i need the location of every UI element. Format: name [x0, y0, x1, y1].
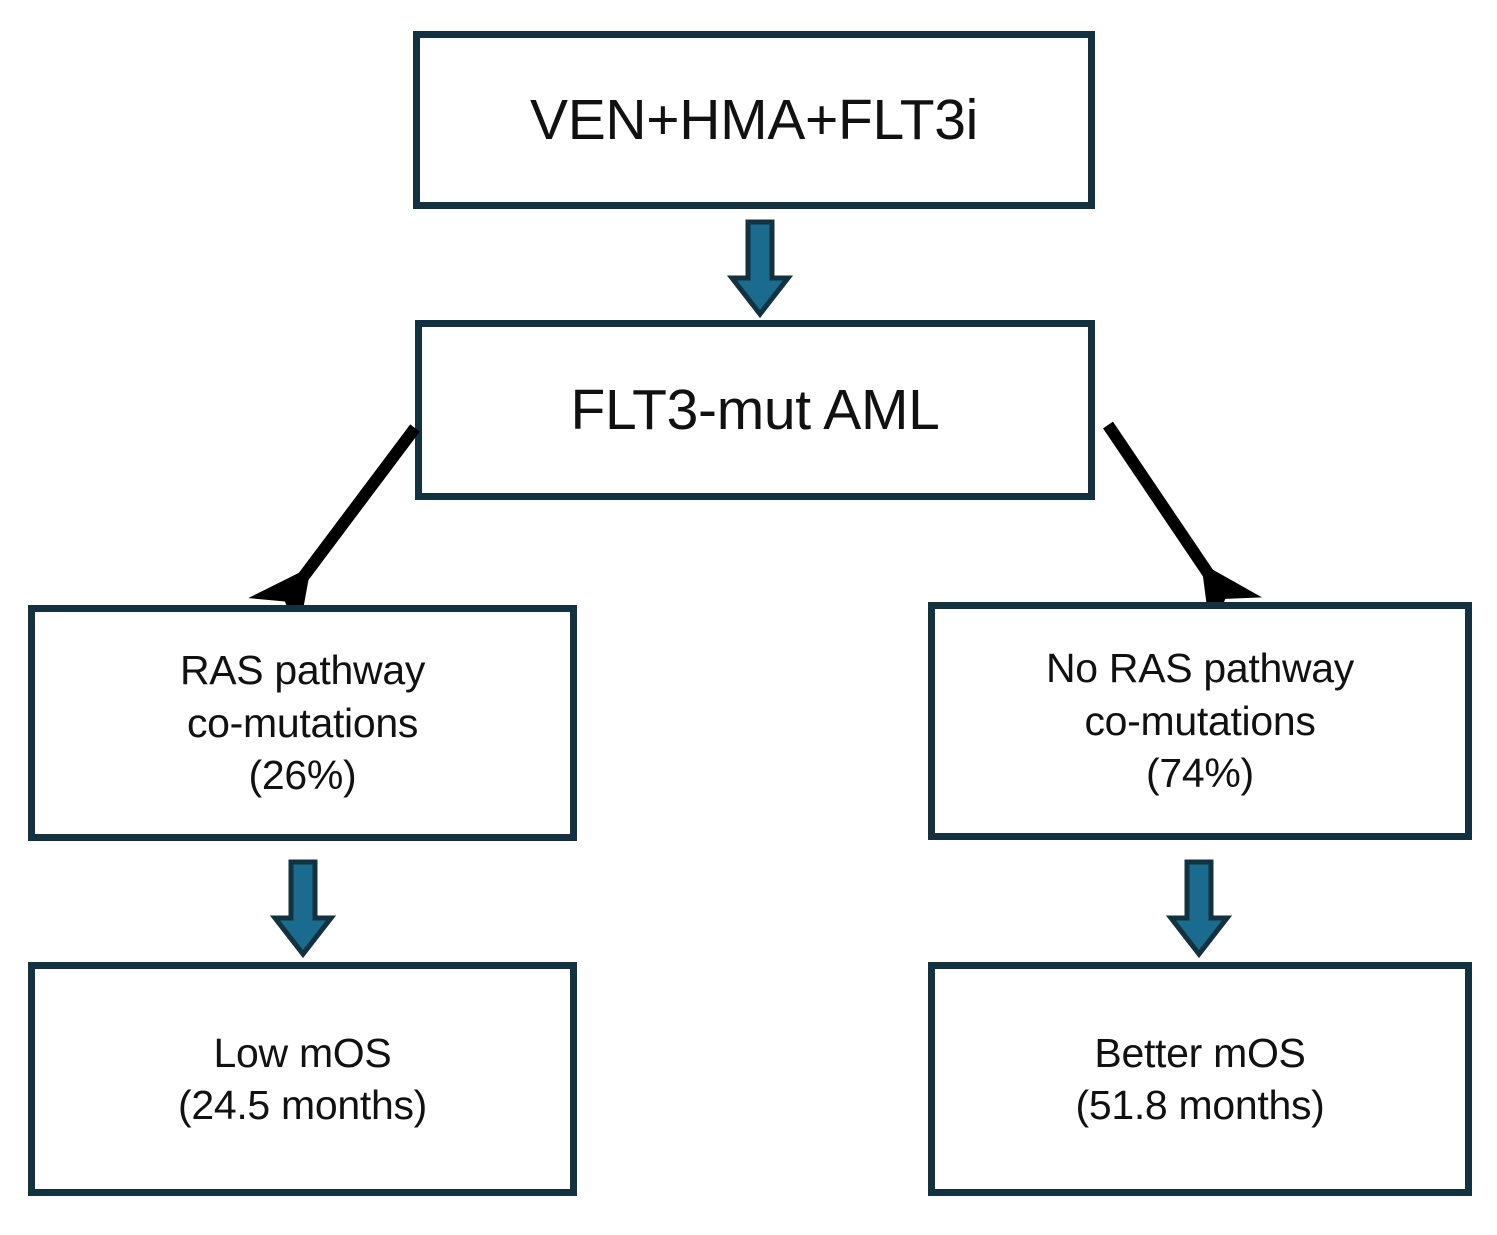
- node-no-ras-pathway-co-mutations[interactable]: No RAS pathway co-mutations (74%): [928, 602, 1472, 840]
- node-better-mos-label: Better mOS (51.8 months): [1075, 1029, 1325, 1128]
- node-low-mos-label: Low mOS (24.5 months): [177, 1029, 428, 1128]
- node-low-mos[interactable]: Low mOS (24.5 months): [28, 962, 577, 1196]
- block-arrow-down-icon-noras-to-bettermos: [1165, 859, 1233, 959]
- node-ven-hma-flt3i[interactable]: VEN+HMA+FLT3i: [413, 31, 1095, 209]
- line-arrow-down-right-icon-flt3-to-noras: [1103, 421, 1263, 633]
- node-ras-pathway-co-mutations[interactable]: RAS pathway co-mutations (26%): [28, 605, 577, 841]
- node-flt3-mut-aml[interactable]: FLT3-mut AML: [415, 320, 1095, 500]
- line-arrow-down-left-icon-flt3-to-ras: [248, 424, 420, 636]
- block-arrow-down-icon-ras-to-lowmos: [269, 859, 337, 959]
- node-flt3-mut-aml-label: FLT3-mut AML: [570, 377, 940, 442]
- node-ven-hma-flt3i-label: VEN+HMA+FLT3i: [529, 87, 978, 152]
- node-better-mos[interactable]: Better mOS (51.8 months): [928, 962, 1472, 1196]
- block-arrow-down-icon-top-to-flt3: [726, 219, 794, 319]
- node-ras-pathway-co-mutations-label: RAS pathway co-mutations (26%): [179, 647, 426, 799]
- node-no-ras-pathway-co-mutations-label: No RAS pathway co-mutations (74%): [1045, 645, 1354, 797]
